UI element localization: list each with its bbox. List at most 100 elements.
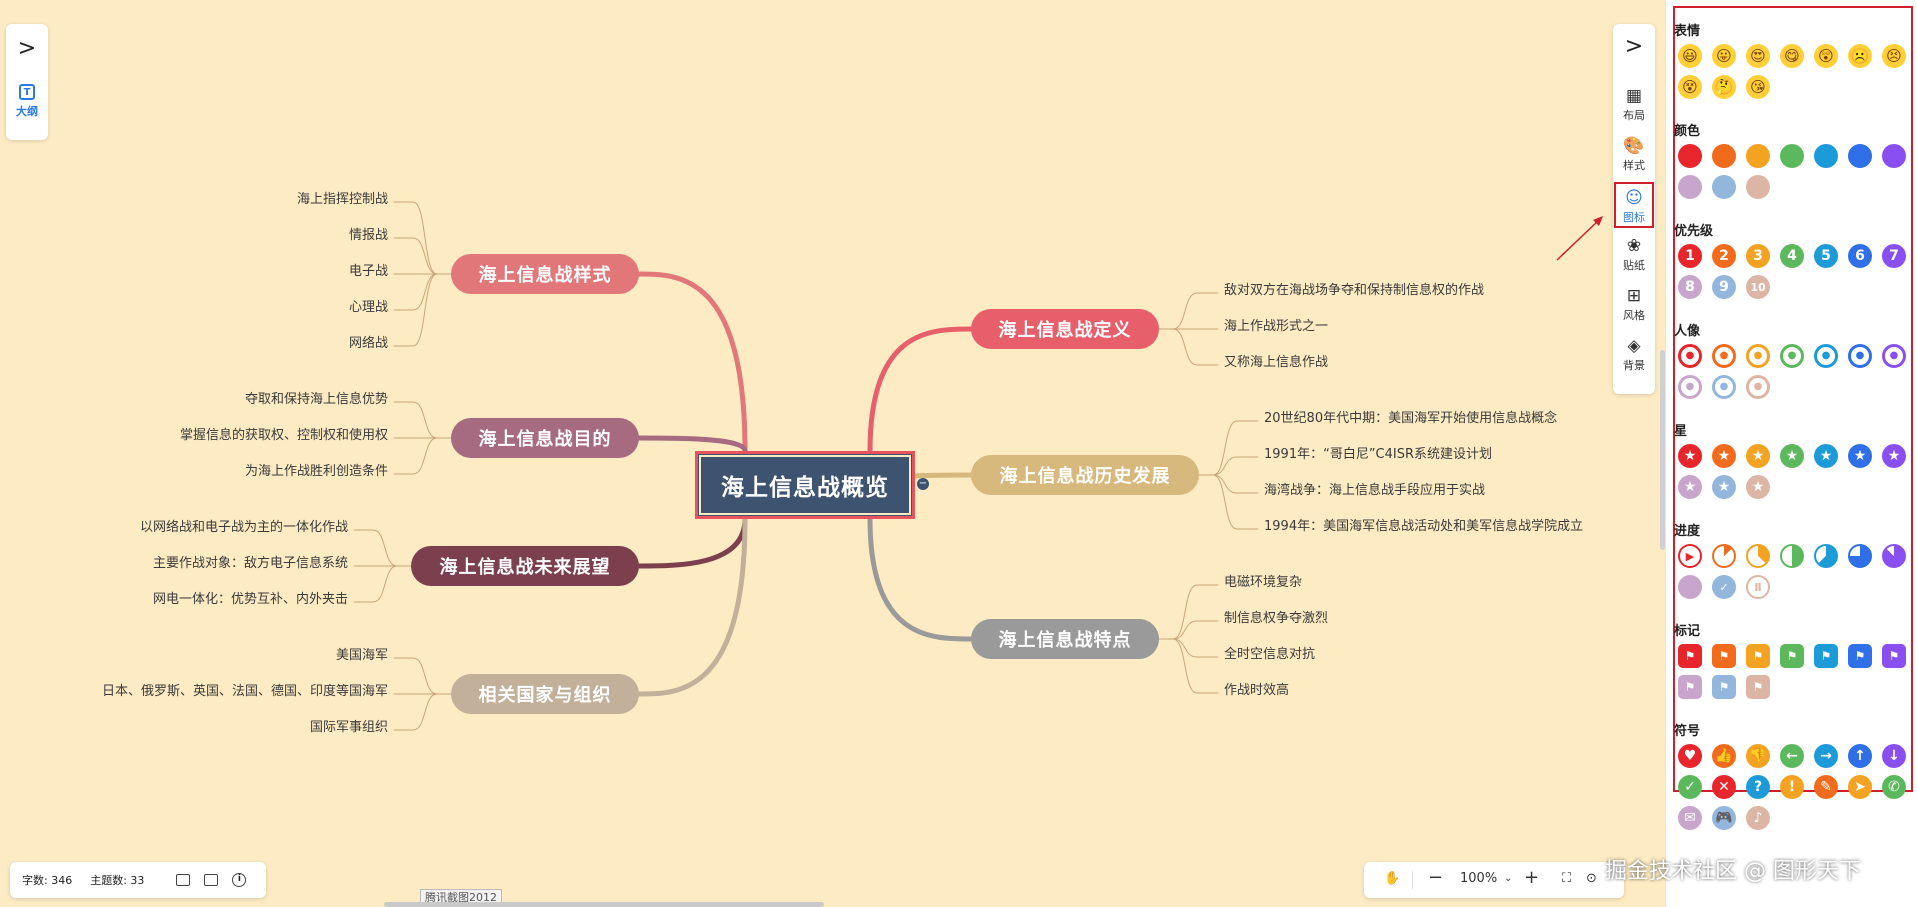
- star-icon[interactable]: ★: [1712, 475, 1736, 499]
- hand-icon[interactable]: ✋: [1384, 871, 1401, 886]
- symbol-icon[interactable]: 👍: [1712, 744, 1736, 768]
- leaf-item[interactable]: 日本、俄罗斯、英国、法国、德国、印度等国海军: [101, 684, 388, 699]
- toolbar-palette[interactable]: 🎨样式: [1614, 132, 1654, 178]
- leaf-item[interactable]: 掌握信息的获取权、控制权和使用权: [179, 428, 388, 443]
- priority-icon[interactable]: 3: [1746, 244, 1770, 268]
- toolbar-layout[interactable]: ▦布局: [1614, 82, 1654, 128]
- flag-icon[interactable]: ⚑: [1882, 644, 1906, 668]
- toolbar-smile[interactable]: ☺图标: [1614, 182, 1654, 228]
- leaf-item[interactable]: 海上作战形式之一: [1224, 319, 1329, 334]
- person-icon[interactable]: ●: [1712, 344, 1736, 368]
- leaf-item[interactable]: 美国海军: [335, 648, 388, 663]
- emoji-icon[interactable]: 😘: [1746, 75, 1770, 99]
- person-icon[interactable]: ●: [1882, 344, 1906, 368]
- leaf-item[interactable]: 敌对双方在海战场争夺和保持制信息权的作战: [1224, 283, 1485, 298]
- leaf-item[interactable]: 1994年：美国海军信息战活动处和美军信息战学院成立: [1264, 519, 1584, 534]
- star-icon[interactable]: ★: [1746, 475, 1770, 499]
- priority-icon[interactable]: 10: [1746, 275, 1770, 299]
- symbol-icon[interactable]: ↑: [1848, 744, 1872, 768]
- flag-icon[interactable]: ⚑: [1712, 675, 1736, 699]
- zoom-level[interactable]: 100%: [1460, 871, 1498, 886]
- chevron-down-icon[interactable]: ⌄: [1504, 873, 1513, 884]
- star-icon[interactable]: ★: [1882, 444, 1906, 468]
- progress-icon[interactable]: [1780, 544, 1804, 568]
- color-dot-icon[interactable]: [1848, 144, 1872, 168]
- leaf-item[interactable]: 制信息权争夺激烈: [1224, 611, 1329, 626]
- symbol-icon[interactable]: 🎮: [1712, 806, 1736, 830]
- emoji-icon[interactable]: 😋: [1780, 44, 1804, 68]
- star-icon[interactable]: ★: [1814, 444, 1838, 468]
- info-icon[interactable]: i: [232, 873, 247, 887]
- leaf-item[interactable]: 海上指挥控制战: [296, 192, 388, 207]
- leaf-item[interactable]: 夺取和保持海上信息优势: [244, 392, 388, 407]
- zoom-in-button[interactable]: +: [1524, 867, 1540, 888]
- chevron-right-icon[interactable]: >: [17, 36, 37, 61]
- priority-icon[interactable]: 6: [1848, 244, 1872, 268]
- symbol-icon[interactable]: !: [1780, 775, 1804, 799]
- symbol-icon[interactable]: ✉: [1678, 806, 1702, 830]
- color-dot-icon[interactable]: [1712, 144, 1736, 168]
- symbol-icon[interactable]: ♥: [1678, 744, 1702, 768]
- outline-label[interactable]: 大纲: [16, 105, 38, 118]
- star-icon[interactable]: ★: [1678, 444, 1702, 468]
- flag-icon[interactable]: ⚑: [1712, 644, 1736, 668]
- emoji-icon[interactable]: 😣: [1882, 44, 1906, 68]
- star-icon[interactable]: ★: [1780, 444, 1804, 468]
- leaf-item[interactable]: 全时空信息对抗: [1224, 647, 1316, 662]
- symbol-icon[interactable]: ♪: [1746, 806, 1770, 830]
- priority-icon[interactable]: 8: [1678, 275, 1702, 299]
- color-dot-icon[interactable]: [1780, 144, 1804, 168]
- progress-icon[interactable]: [1814, 544, 1838, 568]
- symbol-icon[interactable]: ←: [1780, 744, 1804, 768]
- symbol-icon[interactable]: ✆: [1882, 775, 1906, 799]
- horizontal-scrollbar[interactable]: [384, 902, 824, 907]
- topic-7[interactable]: 海上信息战特点: [971, 619, 1159, 659]
- progress-icon[interactable]: [1678, 575, 1702, 599]
- topic-4[interactable]: 相关国家与组织: [451, 674, 639, 714]
- progress-icon[interactable]: [1746, 544, 1770, 568]
- progress-icon[interactable]: [1712, 544, 1736, 568]
- color-dot-icon[interactable]: [1746, 144, 1770, 168]
- symbol-icon[interactable]: ➤: [1848, 775, 1872, 799]
- person-icon[interactable]: ●: [1746, 344, 1770, 368]
- color-dot-icon[interactable]: [1814, 144, 1838, 168]
- leaf-item[interactable]: 1991年：“哥白尼”C4ISR系统建设计划: [1264, 447, 1493, 462]
- flag-icon[interactable]: ⚑: [1780, 644, 1804, 668]
- root-topic[interactable]: 海上信息战概览: [695, 451, 915, 519]
- outline-icon[interactable]: T: [19, 84, 35, 100]
- leaf-item[interactable]: 网络战: [348, 336, 388, 351]
- flag-icon[interactable]: ⚑: [1746, 644, 1770, 668]
- symbol-icon[interactable]: →: [1814, 744, 1838, 768]
- color-dot-icon[interactable]: [1882, 144, 1906, 168]
- toolbar-layers[interactable]: ◈背景: [1614, 332, 1654, 378]
- progress-icon[interactable]: [1882, 544, 1906, 568]
- topic-2[interactable]: 海上信息战目的: [451, 418, 639, 458]
- person-icon[interactable]: ●: [1780, 344, 1804, 368]
- leaf-item[interactable]: 电磁环境复杂: [1224, 575, 1303, 590]
- vertical-scrollbar[interactable]: [1660, 350, 1665, 550]
- flag-icon[interactable]: ⚑: [1746, 675, 1770, 699]
- flag-icon[interactable]: ⚑: [1848, 644, 1872, 668]
- star-icon[interactable]: ★: [1848, 444, 1872, 468]
- person-icon[interactable]: ●: [1746, 375, 1770, 399]
- flag-icon[interactable]: ⚑: [1678, 675, 1702, 699]
- structure-icon[interactable]: [204, 874, 219, 886]
- fit-screen-icon[interactable]: ⛶: [1562, 871, 1572, 886]
- color-dot-icon[interactable]: [1712, 175, 1736, 199]
- priority-icon[interactable]: 1: [1678, 244, 1702, 268]
- chevron-right-icon[interactable]: >: [1624, 34, 1644, 59]
- symbol-icon[interactable]: ↓: [1882, 744, 1906, 768]
- topic-1[interactable]: 海上信息战样式: [451, 254, 639, 294]
- leaf-item[interactable]: 为海上作战胜利创造条件: [244, 464, 388, 479]
- leaf-item[interactable]: 20世纪80年代中期：美国海军开始使用信息战概念: [1264, 411, 1558, 426]
- toolbar-sticker[interactable]: ❀贴纸: [1614, 232, 1654, 278]
- star-icon[interactable]: ★: [1712, 444, 1736, 468]
- flag-icon[interactable]: ⚑: [1678, 644, 1702, 668]
- collapse-toggle[interactable]: −: [917, 478, 929, 490]
- topic-6[interactable]: 海上信息战历史发展: [971, 455, 1199, 495]
- emoji-icon[interactable]: 😍: [1746, 44, 1770, 68]
- person-icon[interactable]: ●: [1678, 344, 1702, 368]
- leaf-item[interactable]: 情报战: [348, 228, 388, 243]
- person-icon[interactable]: ●: [1678, 375, 1702, 399]
- leaf-item[interactable]: 国际军事组织: [309, 720, 388, 735]
